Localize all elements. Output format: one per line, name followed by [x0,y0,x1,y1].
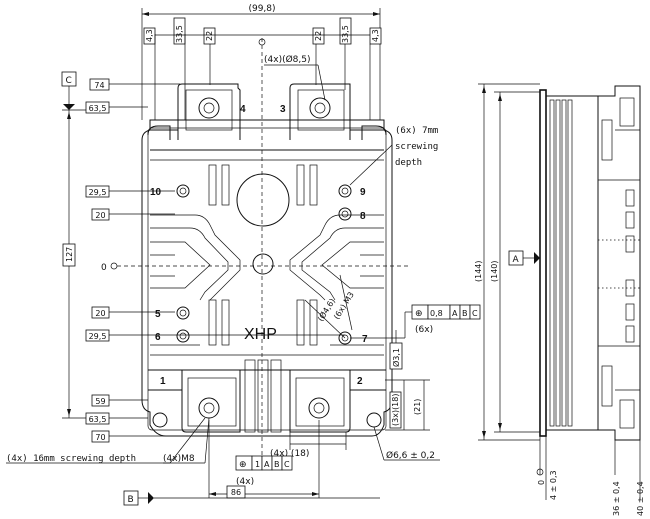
screw-note: (6x) 7mm screwing depth [349,126,438,186]
dim-4x: (4x) [236,477,254,487]
pin-8: 8 [360,211,366,222]
pin-3: 3 [280,104,286,115]
screw-note-line-2: screwing [395,142,438,152]
side-view: (144) (140) [474,83,641,441]
dim-4x-18: (4x) (18) [270,449,309,459]
tol-count: (6x) [415,325,433,335]
dim-3x18: (3x)(18) [391,394,400,427]
left-dim-boxes: 74 63,5 29,5 20 20 29,5 59 63,5 70 [85,78,110,443]
datum-a: A [513,255,520,265]
pin-10: 10 [150,187,162,198]
dim-top-2: 33,5 [175,25,184,43]
thread-m8: (4x)M8 [163,454,195,464]
tol1-c: C [472,309,478,318]
zero-left: 0 [101,263,107,273]
pin-thread: (6x) M3 [332,290,356,321]
pin-4: 4 [240,104,246,115]
dim-left-20-top: 20 [95,211,105,220]
pin-5: 5 [155,309,161,320]
dim-top-5: 33,5 [341,25,350,43]
dim-left-20-bottom: 20 [95,309,105,318]
tol2-value: 1 [255,460,260,469]
module-top-view [141,83,393,437]
tol1-b: B [462,309,468,318]
side-zero: 0 [537,480,546,485]
tol2-c: C [284,460,290,469]
dim-top-6: 4,3 [371,29,380,42]
hole-diameter-note: (4x)(Ø8,5) [264,54,311,65]
dim-left-29-5-bottom: 29,5 [89,332,107,341]
dim-left-70: 70 [95,433,105,442]
pin-9: 9 [360,187,366,198]
dim-left-29-5-top: 29,5 [89,188,107,197]
tol1-a: A [452,309,458,318]
screw-note-line-1: (6x) 7mm [395,126,438,136]
dim-127: 127 [65,247,74,262]
dim-86: 86 [231,488,241,497]
pin-1: 1 [160,376,166,387]
dim-top-1: 4,3 [145,29,154,42]
dim-21: (21) [413,399,422,415]
screw-note-line-3: depth [395,158,422,168]
dim-top-4: 22 [314,31,323,41]
xhp-logo: XHP [244,326,277,343]
top-dim-boxes: 4,3 33,5 22 22 33,5 4,3 [143,17,382,45]
side-dim-144: (144) [474,260,483,282]
tol2-b: B [274,460,280,469]
dim-3-1: Ø3,1 [391,348,401,367]
dim-left-63-5-bottom: 63,5 [89,415,107,424]
tol2-symbol: ⊕ [239,460,247,470]
pin-6: 6 [155,332,161,343]
side-dim-140: (140) [490,260,499,282]
dim-left-63-5-top: 63,5 [89,104,107,113]
side-dim-4: 4 ± 0,3 [549,470,558,500]
pin-2: 2 [357,376,363,387]
dim-overall-width: (99,8) [248,4,275,14]
pin-diameter: (Ø4,6) [315,296,337,323]
datum-b: B [128,495,134,505]
tol1-symbol: ⊕ [415,309,423,319]
pin-7: 7 [362,334,368,345]
tolerance-frame-1: ⊕ 0,8 A B C [411,304,481,320]
dim-left-74: 74 [94,81,104,90]
dim-top-3: 22 [205,31,214,41]
dim-3x18-box [389,391,402,429]
side-dim-40: 40 ± 0,4 [636,481,645,516]
tol2-a: A [264,460,270,469]
dim-left-59: 59 [95,397,105,406]
bottom-screw-note: (4x) 16mm screwing depth [6,454,136,464]
datum-c: C [66,76,72,86]
tolerance-frame-2: ⊕ 1 A B C [235,455,293,471]
side-dim-36: 36 ± 0,4 [612,481,621,516]
dim-127-box [62,243,76,267]
hole-6-6: Ø6,6 ± 0,2 [386,450,435,461]
tol1-value: 0,8 [430,309,443,318]
